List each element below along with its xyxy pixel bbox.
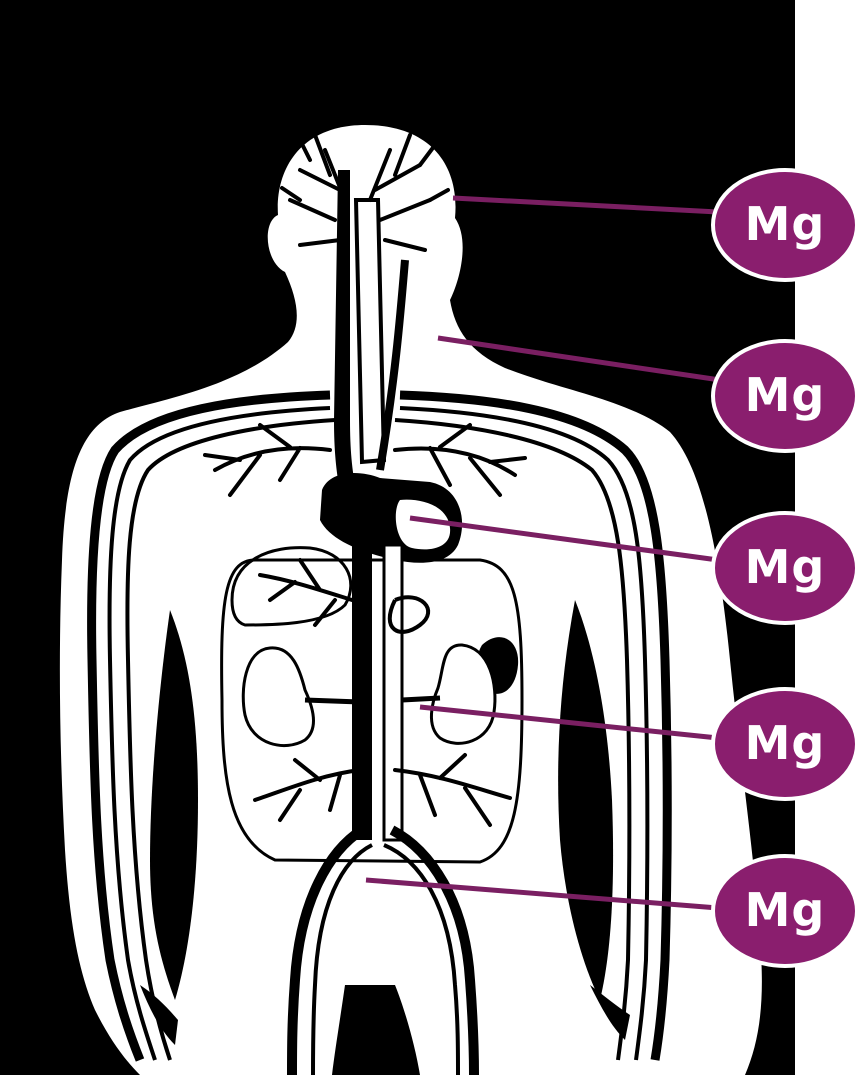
mg-text: Mg xyxy=(745,540,826,594)
mg-label-1: Mg xyxy=(713,170,857,280)
mg-label-5: Mg xyxy=(713,856,857,966)
mg-label-3: Mg xyxy=(713,513,857,623)
mg-text: Mg xyxy=(745,197,826,251)
mg-label-2: Mg xyxy=(713,341,857,451)
mg-text: Mg xyxy=(745,883,826,937)
mg-text: Mg xyxy=(745,716,826,770)
mg-text: Mg xyxy=(745,368,826,422)
mg-label-4: Mg xyxy=(713,689,857,799)
